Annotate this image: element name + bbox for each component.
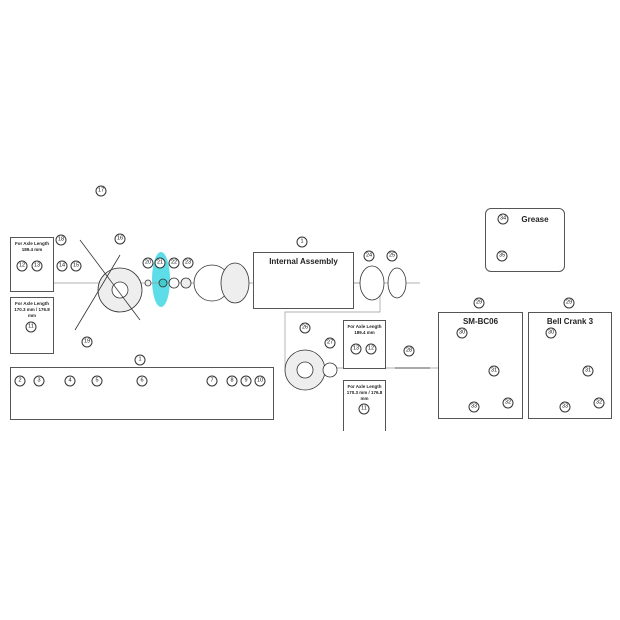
callout-27: 27 [324,337,336,349]
callout-31: 31 [488,365,500,377]
callout-18: 18 [55,234,67,246]
callout-33: 33 [559,401,571,413]
callout-1: 1 [296,236,308,248]
axle-label: For Axle Length [347,384,382,389]
callout-32: 32 [593,397,605,409]
sm-bc06-title: SM-BC06 [462,317,499,326]
callout-30: 30 [456,327,468,339]
callout-16: 16 [114,233,126,245]
internal-assembly-box: Internal Assembly [253,252,354,309]
callout-31: 31 [582,365,594,377]
callout-26: 26 [299,322,311,334]
axle-short-box-right: For Axle Length 170.3 mm / 176.8 mm [343,380,386,431]
grease-box: Grease [485,208,565,272]
axle-length: 170.3 mm / 176.8 mm [346,390,383,401]
callout-33: 33 [468,401,480,413]
callout-24: 24 [363,250,375,262]
callout-35: 35 [496,250,508,262]
callout-29: 29 [563,297,575,309]
callout-17: 17 [95,185,107,197]
callout-12: 12 [365,343,377,355]
callout-22: 22 [168,257,180,269]
axle-length: 170.3 mm / 176.8 mm [14,307,50,318]
axle-length: 189.4 mm [21,247,43,252]
callout-14: 14 [56,260,68,272]
callout-25: 25 [386,250,398,262]
axle-label: For Axle Length [14,241,50,246]
axle-label: For Axle Length [347,324,382,329]
callout-4: 4 [64,375,76,387]
callout-28: 28 [403,345,415,357]
axle-long-box-right: For Axle Length 189.4 mm [343,320,386,369]
callout-30: 30 [545,327,557,339]
callout-32: 32 [502,397,514,409]
callout-12: 12 [16,260,28,272]
callout-8: 8 [226,375,238,387]
callout-9: 9 [240,375,252,387]
grease-title: Grease [521,215,549,224]
callout-21: 21 [154,257,166,269]
callout-29: 29 [473,297,485,309]
internal-assembly-title: Internal Assembly [269,257,338,266]
callout-2: 2 [14,375,26,387]
callout-7: 7 [206,375,218,387]
bell-crank-title: Bell Crank 3 [546,317,594,326]
callout-23: 23 [182,257,194,269]
callout-19: 19 [81,336,93,348]
callout-6: 6 [136,375,148,387]
callout-5: 5 [91,375,103,387]
axle-length: 189.4 mm [354,330,375,335]
callout-34: 34 [497,213,509,225]
callout-11: 11 [358,403,370,415]
callout-1: 1 [134,354,146,366]
callout-20: 20 [142,257,154,269]
callout-13: 13 [31,260,43,272]
axle-label: For Axle Length [14,301,50,306]
callout-3: 3 [33,375,45,387]
callout-15: 15 [70,260,82,272]
callout-13: 13 [350,343,362,355]
callout-10: 10 [254,375,266,387]
callout-11: 11 [25,321,37,333]
